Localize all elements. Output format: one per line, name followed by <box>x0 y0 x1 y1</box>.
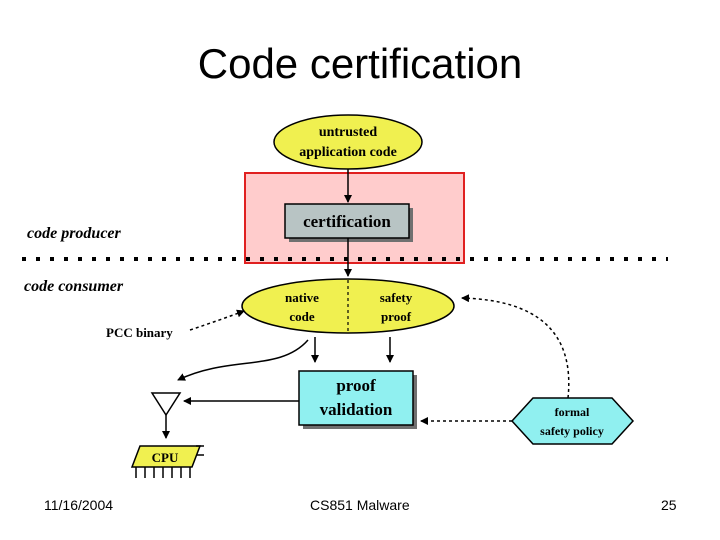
cpu-chip <box>130 445 202 468</box>
safety-proof-line2: proof <box>381 309 412 324</box>
untrusted-label-line2: application code <box>299 145 397 160</box>
cpu-label: CPU <box>152 450 179 465</box>
slide-title: Code certification <box>197 40 523 87</box>
arrow-native-to-gate <box>177 339 309 381</box>
proof-validation-box <box>298 370 414 426</box>
untrusted-code-node <box>273 114 423 170</box>
proof-validation-line2: validation <box>320 400 393 419</box>
pcc-binary-label: PCC binary <box>106 325 173 340</box>
safety-policy-line2: safety policy <box>540 424 604 438</box>
native-code-line1: native <box>285 290 319 305</box>
native-code-line2: code <box>289 309 315 324</box>
safety-proof-line1: safety <box>380 290 413 305</box>
cpu-pins <box>135 445 204 478</box>
certification-label: certification <box>303 212 391 231</box>
footer-date: 11/16/2004 <box>44 497 114 513</box>
code-producer-label: code producer <box>27 225 122 242</box>
arrow-pcc-binary <box>189 309 245 331</box>
gate-switch <box>150 392 182 417</box>
footer-page-number: 25 <box>661 497 677 513</box>
untrusted-label-line1: untrusted <box>319 125 378 140</box>
code-consumer-label: code consumer <box>24 278 124 295</box>
proof-validation-line1: proof <box>336 376 376 395</box>
certification-box <box>284 203 410 239</box>
footer-course: CS851 Malware <box>310 497 410 513</box>
arrow-policy-to-binary <box>461 294 570 399</box>
safety-policy-line1: formal <box>555 405 590 419</box>
